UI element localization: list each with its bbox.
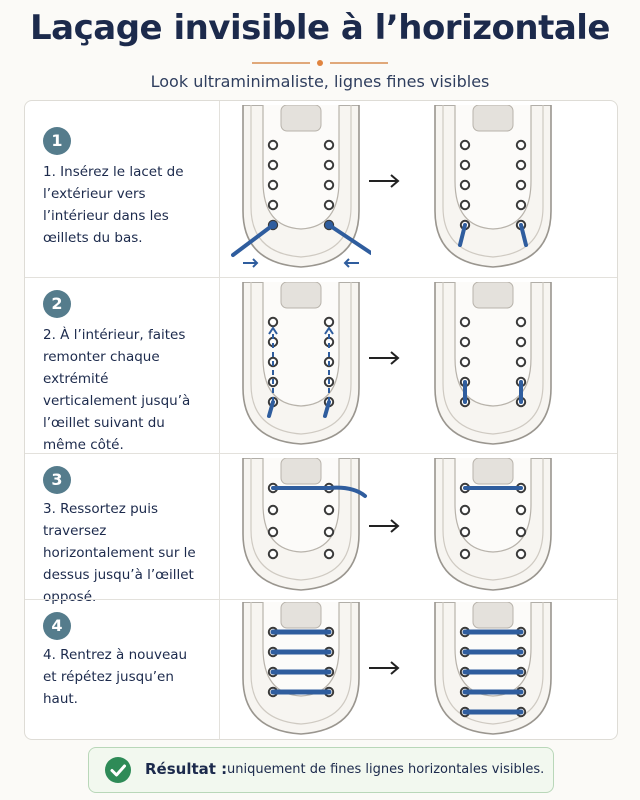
title-divider (252, 60, 388, 66)
shoe-after-illustration (434, 458, 552, 591)
step-number: 3 (43, 466, 71, 494)
arrow-icon (367, 658, 403, 682)
step-text: 1. Insérez le lacet de l’extérieur vers … (43, 164, 184, 246)
shoe-before-illustration (242, 282, 360, 445)
shoe-before-illustration (242, 602, 360, 735)
step-text: 3. Ressortez puis traversez horizontalem… (43, 501, 196, 605)
shoe-after-illustration (434, 105, 552, 268)
shoe-before-illustration (231, 105, 371, 268)
step-4: 4 4. Rentrez à nouveau et répétez jusqu’… (25, 599, 617, 740)
steps-card: 1 1. Insérez le lacet de l’extérieur ver… (24, 100, 618, 740)
step-text: 2. À l’intérieur, faites remonter chaque… (43, 327, 191, 453)
step-1: 1 1. Insérez le lacet de l’extérieur ver… (25, 101, 617, 277)
step-number: 2 (43, 290, 71, 318)
check-icon (105, 757, 131, 783)
page-subtitle: Look ultraminimaliste, lignes fines visi… (150, 72, 490, 91)
result-label: Résultat : (145, 760, 228, 778)
step-3: 3 3. Ressortez puis traversez horizontal… (25, 453, 617, 605)
result-banner: Résultat : uniquement de fines lignes ho… (88, 747, 554, 793)
shoe-after-illustration (434, 282, 552, 445)
step-number: 1 (43, 127, 71, 155)
shoe-before-illustration (242, 458, 367, 591)
step-number: 4 (43, 612, 71, 640)
step-text: 4. Rentrez à nouveau et répétez jusqu’en… (43, 647, 188, 707)
result-text: uniquement de fines lignes horizontales … (227, 762, 545, 777)
arrow-icon (367, 348, 403, 372)
arrow-icon (367, 171, 403, 195)
step-2: 2 2. À l’intérieur, faites remonter chaq… (25, 277, 617, 454)
arrow-icon (367, 516, 403, 540)
page-title: Laçage invisible à l’horizontale (30, 8, 611, 48)
shoe-after-illustration (434, 602, 552, 735)
